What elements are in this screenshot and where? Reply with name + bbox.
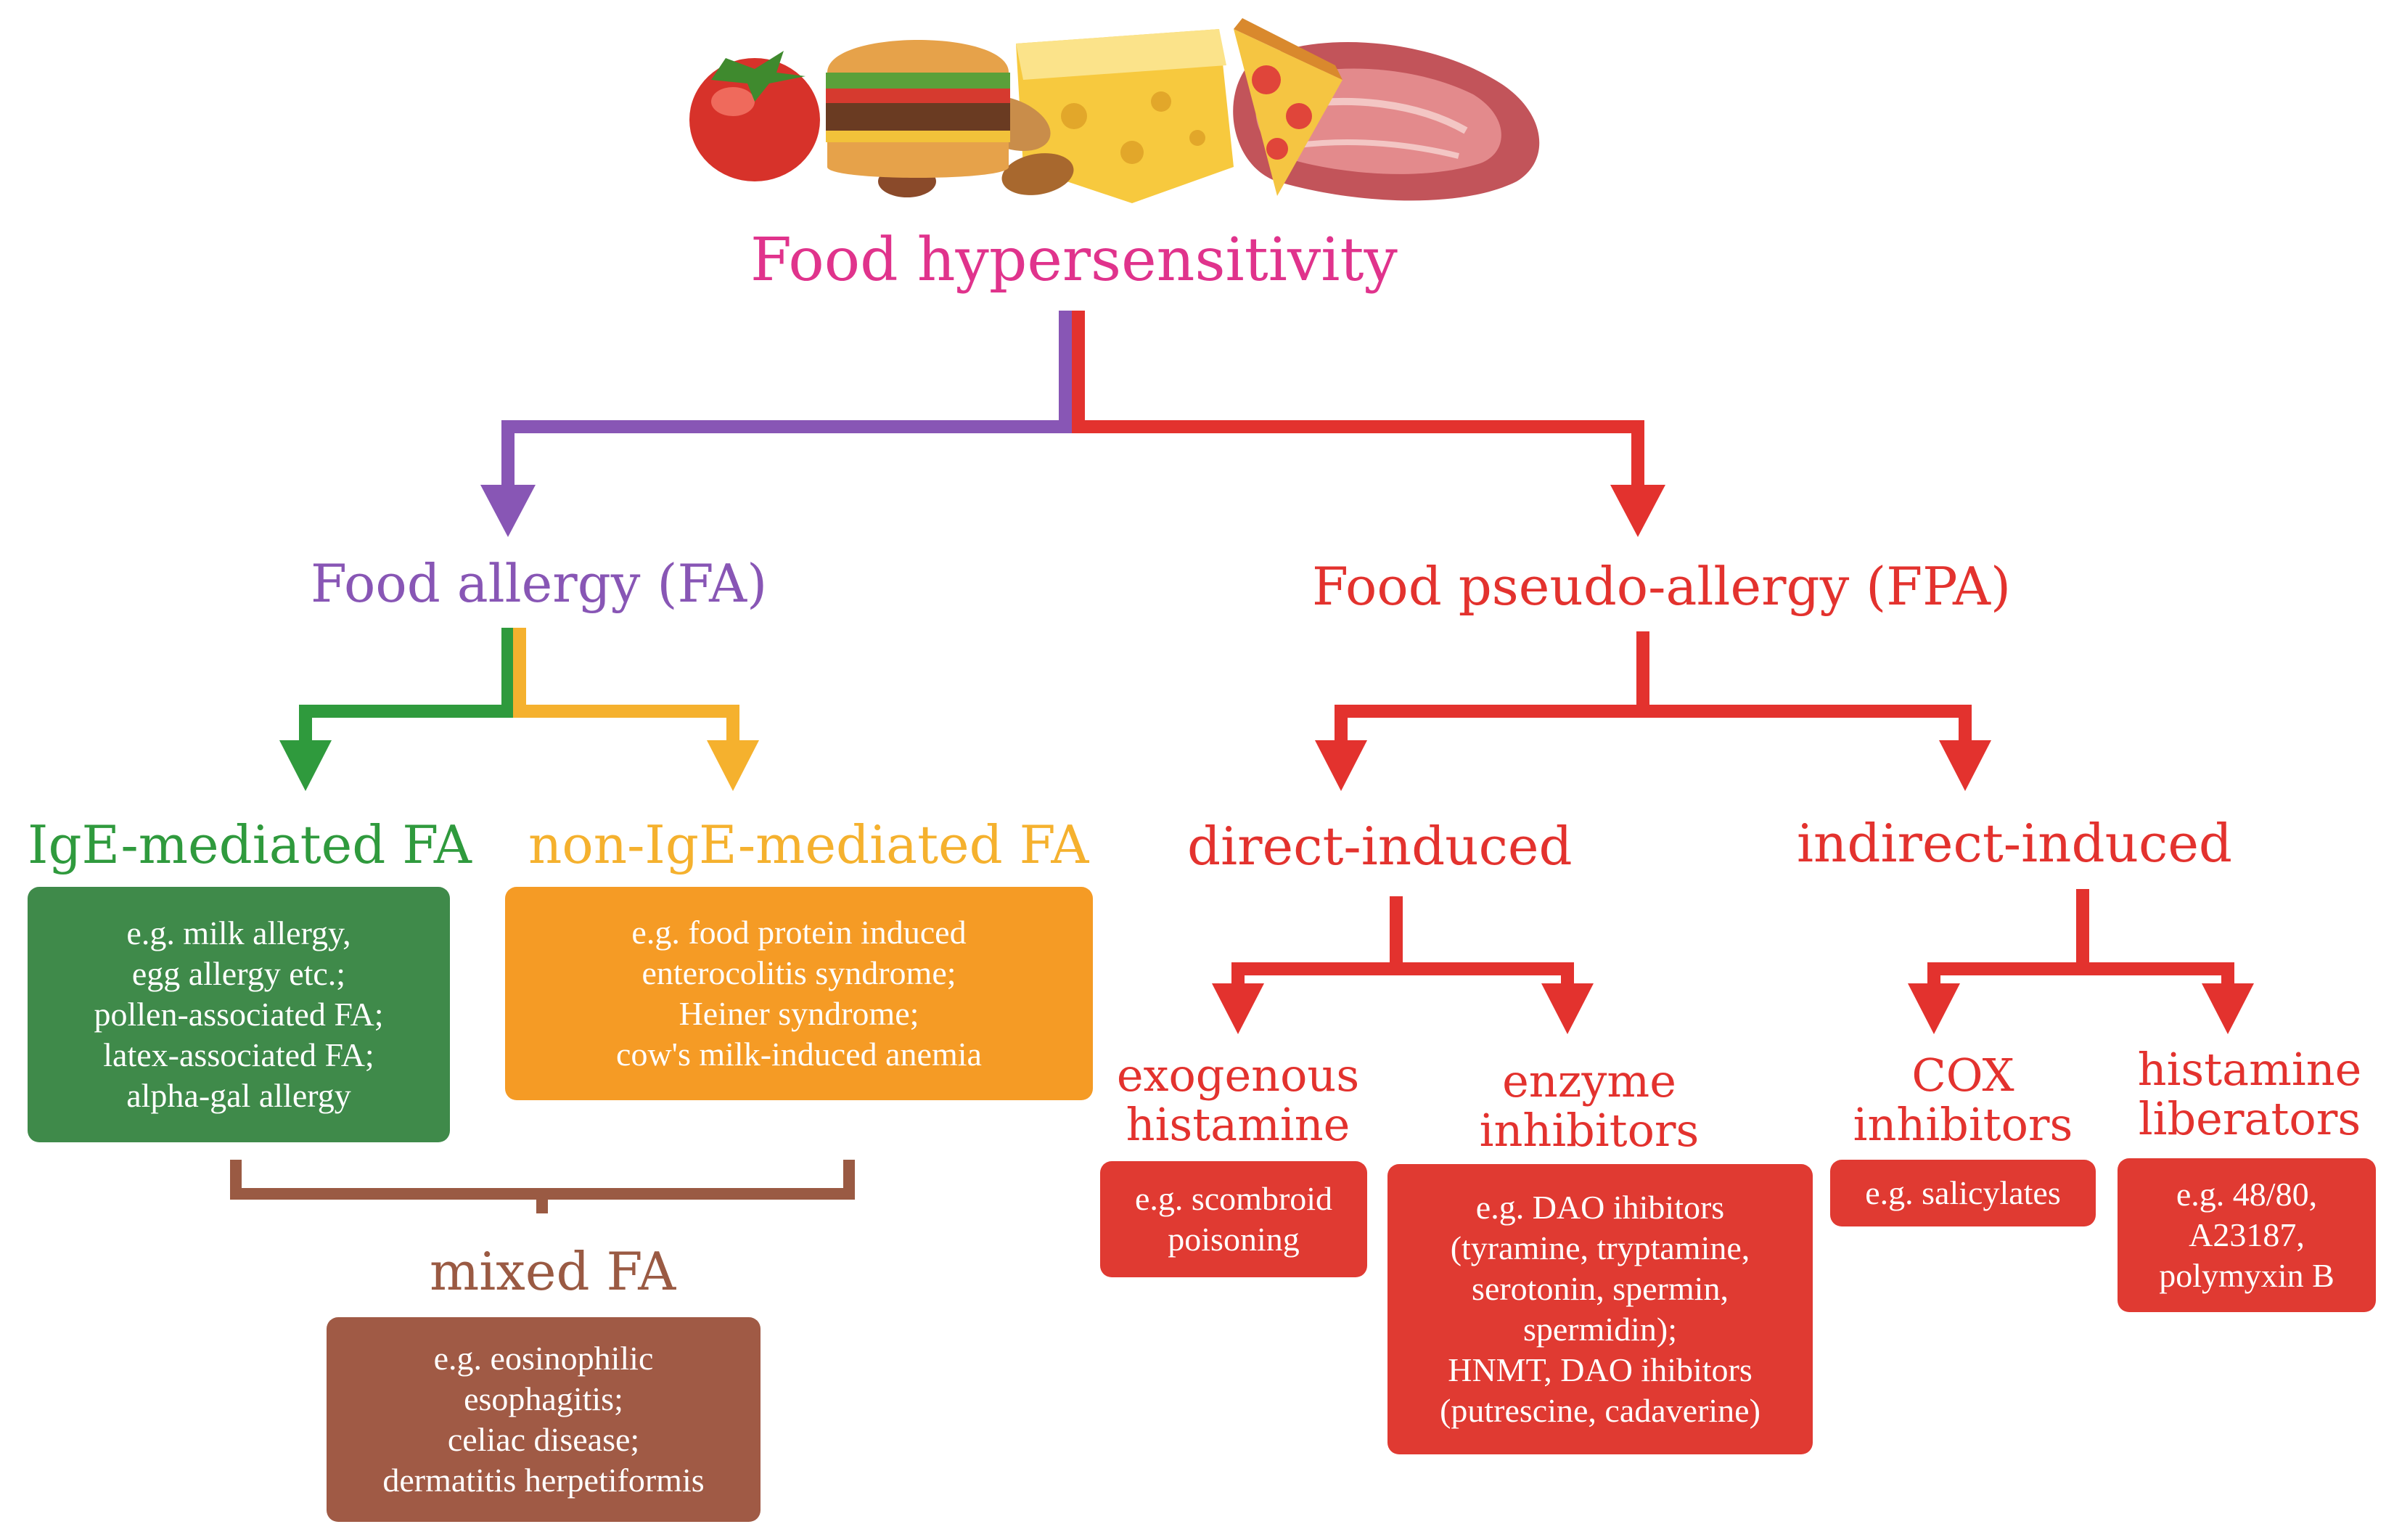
ige-examples-box: e.g. milk allergy, egg allergy etc.; pol… [28, 887, 450, 1142]
mixed-example: celiac disease; [447, 1421, 640, 1458]
mixed-bracket [230, 1160, 855, 1213]
enzyme-example: spermidin); [1522, 1311, 1678, 1348]
non-ige-example: Heiner syndrome; [679, 995, 919, 1032]
enzyme-example: serotonin, spermin, [1472, 1269, 1729, 1307]
enzyme-example: (putrescine, cadaverine) [1440, 1392, 1760, 1430]
enzyme-label-line: inhibitors [1479, 1104, 1700, 1158]
pizza-icon [1234, 18, 1342, 196]
exogenous-histamine-label: exogenous histamine [1100, 1049, 1376, 1152]
exogenous-label-line: histamine [1126, 1098, 1350, 1152]
liberators-example: A23187, [2189, 1216, 2305, 1253]
arrow-to-indirect [1939, 740, 1991, 791]
cox-label-line: COX [1911, 1049, 2014, 1102]
histamine-liberators-label: histamine liberators [2112, 1043, 2387, 1146]
cox-examples-box: e.g. salicylates [1830, 1160, 2096, 1226]
arrow-to-fa [480, 485, 536, 537]
non-ige-example: e.g. food protein induced [631, 913, 967, 951]
arrow-to-liberators [2202, 983, 2254, 1034]
enzyme-example: e.g. DAO ihibitors [1475, 1188, 1725, 1226]
enzyme-inhibitors-label: enzyme inhibitors [1430, 1054, 1749, 1158]
food-pseudo-allergy-label: Food pseudo-allergy (FPA) [1312, 556, 2012, 617]
ige-example: latex-associated FA; [103, 1036, 374, 1074]
enzyme-label-line: enzyme [1502, 1054, 1676, 1107]
cox-inhibitors-label: COX inhibitors [1829, 1049, 2097, 1152]
arrow-to-enzyme [1541, 983, 1594, 1034]
mixed-example: esophagitis; [464, 1380, 623, 1417]
exogenous-example: e.g. scombroid [1134, 1179, 1333, 1217]
arrow-to-direct [1315, 740, 1367, 791]
non-ige-example: cow's milk-induced anemia [616, 1036, 982, 1073]
liberators-examples-box: e.g. 48/80, A23187, polymyxin B [2118, 1158, 2376, 1312]
enzyme-example: HNMT, DAO ihibitors [1448, 1351, 1753, 1389]
indirect-induced-label: indirect-induced [1797, 813, 2233, 874]
cheese-icon [1016, 29, 1234, 203]
non-ige-examples-box: e.g. food protein induced enterocolitis … [505, 887, 1093, 1100]
arrow-to-nonige [707, 740, 759, 791]
exogenous-label-line: exogenous [1116, 1049, 1360, 1102]
exogenous-examples-box: e.g. scombroid poisoning [1100, 1161, 1367, 1277]
tomato-icon [689, 51, 820, 181]
burger-icon [826, 40, 1010, 178]
mixed-example: e.g. eosinophilic [433, 1339, 654, 1377]
arrow-to-fpa [1610, 485, 1665, 537]
ige-example: alpha-gal allergy [126, 1077, 351, 1115]
ige-example: pollen-associated FA; [94, 995, 384, 1033]
cox-example: e.g. salicylates [1865, 1174, 2061, 1211]
ige-example: egg allergy etc.; [131, 954, 346, 992]
mixed-fa-label: mixed FA [430, 1241, 676, 1302]
enzyme-examples-box: e.g. DAO ihibitors (tyramine, tryptamine… [1387, 1164, 1813, 1454]
liberators-example: polymyxin B [2159, 1257, 2334, 1295]
enzyme-example: (tyramine, tryptamine, [1450, 1229, 1750, 1266]
diagram-title: Food hypersensitivity [750, 226, 1398, 295]
arrow-to-cox [1908, 983, 1960, 1034]
arrow-to-ige [279, 740, 332, 791]
direct-induced-label: direct-induced [1187, 816, 1573, 877]
non-ige-mediated-label: non-IgE-mediated FA [528, 814, 1089, 875]
liberators-example: e.g. 48/80, [2176, 1175, 2318, 1213]
liberators-label-line: liberators [2138, 1092, 2361, 1146]
ige-example: e.g. milk allergy, [126, 914, 351, 951]
exogenous-example: poisoning [1168, 1221, 1300, 1258]
food-allergy-label: Food allergy (FA) [311, 553, 768, 614]
ige-mediated-label: IgE-mediated FA [28, 814, 472, 875]
mixed-examples-box: e.g. eosinophilic esophagitis; celiac di… [327, 1317, 761, 1522]
mixed-example: dermatitis herpetiformis [382, 1462, 705, 1499]
cox-label-line: inhibitors [1853, 1098, 2073, 1152]
non-ige-example: enterocolitis syndrome; [641, 954, 956, 991]
arrow-to-exogenous [1212, 983, 1264, 1034]
liberators-label-line: histamine [2137, 1043, 2362, 1096]
